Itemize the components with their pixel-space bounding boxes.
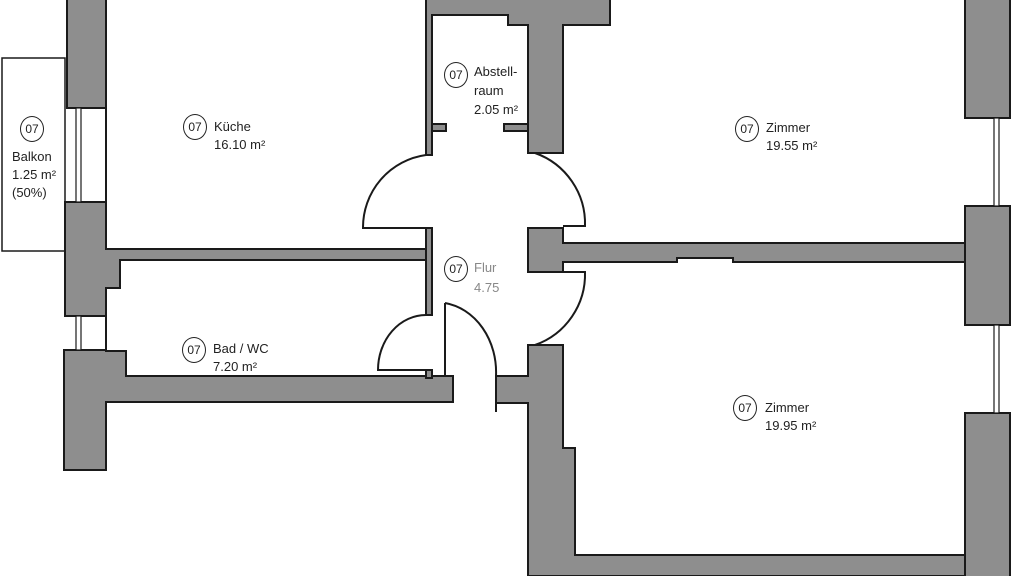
room-badge: 07 [444, 62, 468, 88]
room-badge: 07 [182, 337, 206, 363]
room-label-bad: Bad / WC 7.20 m² [213, 340, 269, 376]
room-label-balkon: Balkon 1.25 m² (50%) [12, 148, 56, 202]
left-exterior-wall [63, 0, 454, 471]
right-exterior-wall [964, 0, 1011, 576]
room-name: Zimmer [766, 120, 811, 135]
room-area: 4.75 [474, 280, 500, 295]
room-note: (50%) [12, 185, 47, 200]
room-label-abstellraum: Abstell- raum 2.05 m² [474, 62, 518, 119]
room-name: Flur [474, 260, 497, 275]
room-label-flur: Flur 4.75 [474, 258, 499, 298]
room-name: Zimmer [765, 400, 810, 415]
balcony-outline [1, 57, 66, 252]
room-area: 7.20 m² [213, 359, 258, 374]
room-badge: 07 [444, 256, 468, 282]
room-name: Balkon [12, 149, 52, 164]
room-label-kueche: Küche 16.10 m² [214, 118, 265, 154]
room-label-zimmer-1: Zimmer 19.55 m² [766, 119, 817, 155]
room-name: Küche [214, 119, 251, 134]
room-area: 2.05 m² [474, 102, 519, 117]
room-area: 19.55 m² [766, 138, 818, 153]
room-badge: 07 [20, 116, 44, 142]
room-name: Bad / WC [213, 341, 269, 356]
interior-walls [425, 0, 966, 576]
room-label-zimmer-2: Zimmer 19.95 m² [765, 399, 816, 435]
room-name-cont: raum [474, 83, 504, 98]
room-area: 19.95 m² [765, 418, 817, 433]
room-name: Abstell- [474, 64, 518, 79]
room-badge: 07 [735, 116, 759, 142]
room-badge: 07 [183, 114, 207, 140]
room-badge: 07 [733, 395, 757, 421]
room-area: 1.25 m² [12, 167, 57, 182]
door-swings [361, 152, 587, 412]
room-area: 16.10 m² [214, 137, 266, 152]
